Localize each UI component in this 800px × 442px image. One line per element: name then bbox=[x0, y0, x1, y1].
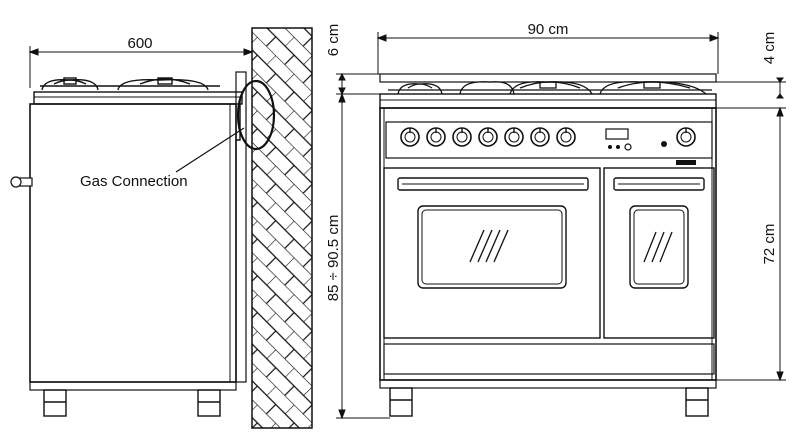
main-oven bbox=[383, 167, 601, 339]
side-knob bbox=[10, 176, 33, 188]
front-height-label: 85 ÷ 90.5 cm bbox=[325, 215, 342, 302]
secondary-oven-handle bbox=[613, 177, 705, 191]
front-body bbox=[379, 107, 717, 381]
control-knob bbox=[426, 127, 446, 147]
control-knobs bbox=[400, 127, 576, 147]
control-knob bbox=[556, 127, 576, 147]
side-feet bbox=[43, 389, 221, 417]
control-panel bbox=[385, 121, 713, 159]
control-knob bbox=[400, 127, 420, 147]
side-burners bbox=[40, 77, 220, 91]
front-cooktop-slab bbox=[379, 93, 717, 109]
side-plinth bbox=[29, 381, 237, 391]
side-width-label: 600 bbox=[127, 35, 152, 52]
backguard-label: 4 cm bbox=[761, 32, 778, 65]
front-drawer bbox=[383, 343, 715, 375]
side-body bbox=[29, 103, 237, 383]
thermostat-knob bbox=[676, 127, 696, 147]
front-width-dimension bbox=[376, 32, 720, 74]
body-height-label: 72 cm bbox=[761, 224, 778, 265]
body-height-dimension bbox=[716, 106, 786, 382]
control-knob bbox=[530, 127, 550, 147]
front-view: 90 cm bbox=[325, 21, 786, 420]
side-width-dimension bbox=[28, 46, 254, 88]
front-feet bbox=[389, 387, 709, 417]
backguard-dimension bbox=[716, 77, 786, 99]
front-width-label: 90 cm bbox=[528, 21, 569, 38]
gas-connection-leader bbox=[175, 127, 245, 173]
gas-connection-label: Gas Connection bbox=[80, 173, 188, 190]
side-view: 600 bbox=[10, 27, 313, 429]
brand-badge bbox=[676, 160, 696, 165]
clock-display bbox=[605, 128, 632, 151]
secondary-oven bbox=[603, 167, 715, 339]
side-cooktop-slab bbox=[33, 91, 243, 105]
front-height-dimension bbox=[336, 92, 390, 420]
side-backguard bbox=[235, 71, 247, 383]
control-knob bbox=[452, 127, 472, 147]
indicator-light bbox=[661, 141, 667, 147]
top-offset-label: 6 cm bbox=[325, 24, 342, 57]
secondary-oven-window bbox=[629, 205, 689, 289]
main-oven-handle bbox=[397, 177, 589, 191]
brick-wall bbox=[251, 27, 313, 429]
front-backguard bbox=[379, 73, 717, 83]
front-plinth bbox=[379, 379, 717, 389]
gas-connection-circle bbox=[236, 79, 276, 151]
front-burners bbox=[388, 81, 712, 95]
top-offset-dimension bbox=[336, 72, 380, 96]
control-knob bbox=[504, 127, 524, 147]
control-knob bbox=[478, 127, 498, 147]
main-oven-window bbox=[417, 205, 567, 289]
